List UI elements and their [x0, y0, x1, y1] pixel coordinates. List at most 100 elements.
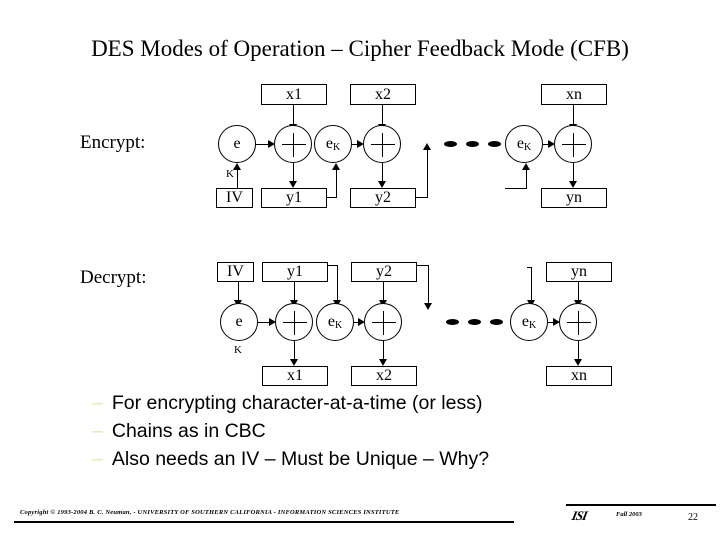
encrypt-line-e2-to-xor2 — [352, 144, 359, 145]
decrypt-feedback-y2-h — [417, 265, 429, 266]
decrypt-feedback-y1-v — [337, 265, 338, 304]
encrypt-arrowhead-y1 — [289, 181, 297, 188]
decrypt-feedback-y1-h — [328, 265, 338, 266]
encrypt-iv-box: IV — [216, 188, 253, 208]
encrypt-input-x1: x1 — [261, 84, 327, 105]
xor-bar-v — [573, 133, 574, 157]
bullet-text: Also needs an IV – Must be Unique – Why? — [111, 448, 490, 470]
xor-bar-h — [562, 144, 586, 145]
decrypt-ellipsis-dash — [490, 319, 503, 325]
encrypt-feedback-y1-v — [336, 170, 337, 198]
decrypt-line-iv-to-e1 — [238, 282, 239, 304]
encrypt-feedback-yn-h — [505, 188, 527, 189]
bullet-dash-icon: – — [92, 420, 103, 442]
encrypt-feedback-yn-v — [526, 170, 527, 189]
decrypt-ellipsis-dash — [446, 319, 459, 325]
encrypt-feedback-y2-h — [416, 197, 428, 198]
xor-bar-v — [383, 311, 384, 335]
encrypt-arrowhead-e1 — [268, 140, 275, 148]
decrypt-xor-2 — [364, 303, 402, 341]
decrypt-key-label-1: K — [234, 344, 242, 356]
encrypt-feedback-y2-v — [427, 150, 428, 198]
decrypt-xor-1 — [275, 303, 313, 341]
encrypt-xor-1 — [274, 125, 312, 163]
encrypt-arrowhead-e2-in — [332, 163, 340, 170]
encrypt-line-en-to-xorn — [543, 144, 550, 145]
encrypt-input-xn: xn — [541, 84, 607, 105]
encrypt-section-label: Encrypt: — [80, 132, 146, 153]
decrypt-line-yn-to-xorn — [578, 282, 579, 304]
xor-bar-v — [293, 133, 294, 157]
xor-bar-h — [371, 144, 395, 145]
decrypt-cipher-label-n: e — [521, 313, 529, 330]
xor-bar-h — [282, 144, 306, 145]
bullet-dash-icon: – — [92, 448, 103, 470]
xor-bar-h — [372, 322, 396, 323]
decrypt-arrowhead-e1-out — [269, 318, 276, 326]
encrypt-cipher-label-1: e — [233, 135, 241, 152]
decrypt-cipher-subscript-n: K — [528, 320, 537, 331]
decrypt-cipher-label-2: e — [327, 313, 335, 330]
decrypt-iv-box: IV — [217, 262, 254, 282]
page-title: DES Modes of Operation – Cipher Feedback… — [91, 36, 629, 61]
bullet-text: For encrypting character-at-a-time (or l… — [111, 392, 483, 414]
decrypt-arrowhead-x1 — [290, 359, 298, 366]
decrypt-line-e1-to-xor1 — [258, 322, 271, 323]
bullet-list: – For encrypting character-at-a-time (or… — [92, 392, 652, 476]
decrypt-cipher-block-1: e — [220, 303, 258, 341]
bullet-item: – Also needs an IV – Must be Unique – Wh… — [92, 448, 652, 471]
encrypt-arrowhead-en-in — [522, 163, 530, 170]
xor-bar-v — [578, 311, 579, 335]
decrypt-arrowhead-e2-out — [358, 318, 365, 326]
encrypt-input-x2: x2 — [350, 84, 416, 105]
encrypt-arrowhead-e2 — [357, 140, 364, 148]
decrypt-line-y2-to-xor2 — [383, 282, 384, 304]
decrypt-arrowhead-x2 — [379, 359, 387, 366]
encrypt-line-e1-to-xor1 — [256, 144, 270, 145]
bullet-text: Chains as in CBC — [111, 420, 266, 442]
encrypt-xor-2 — [363, 125, 401, 163]
encrypt-arrowhead-en — [548, 140, 555, 148]
decrypt-line-en-to-xorn — [548, 322, 554, 323]
decrypt-line-e2-to-xor2 — [354, 322, 360, 323]
encrypt-arrowhead-e1-in — [233, 163, 241, 170]
xor-bar-v — [382, 133, 383, 157]
decrypt-xor-n — [559, 303, 597, 341]
encrypt-line-xor2-to-y2 — [382, 163, 383, 185]
isi-logo: ISI — [570, 508, 589, 523]
encrypt-line-xn-to-xor — [573, 105, 574, 126]
xor-bar-h — [283, 322, 307, 323]
footer-divider-right — [566, 504, 716, 506]
encrypt-cipher-label-2: e — [325, 135, 333, 152]
decrypt-line-y1-to-xor1 — [294, 282, 295, 304]
decrypt-line-xor1-to-x1 — [294, 341, 295, 363]
decrypt-cipher-label-1: e — [235, 313, 243, 330]
decrypt-feedback-y2-v — [428, 265, 429, 307]
encrypt-cipher-block-1: e — [218, 125, 256, 163]
encrypt-key-label-1: K — [226, 168, 234, 180]
decrypt-arrowhead-en-out — [553, 318, 560, 326]
encrypt-output-y1: y1 — [261, 188, 327, 208]
page-number: 22 — [688, 512, 698, 523]
decrypt-cipher-subscript-2: K — [334, 320, 343, 331]
copyright-notice: Copyright © 1993-2004 B. C. Neuman, - UN… — [20, 509, 400, 516]
encrypt-feedback-y1-h — [327, 197, 337, 198]
decrypt-line-xor2-to-x2 — [383, 341, 384, 363]
encrypt-xor-n — [554, 125, 592, 163]
decrypt-input-y1: y1 — [262, 262, 328, 282]
footer-divider-left — [14, 521, 514, 523]
decrypt-line-xorn-to-xn — [578, 341, 579, 363]
encrypt-arrowhead-y2 — [378, 181, 386, 188]
decrypt-feedback-n-h — [527, 267, 532, 268]
encrypt-line-x1-to-xor — [293, 105, 294, 126]
decrypt-feedback-n-v — [531, 267, 532, 304]
decrypt-output-x2: x2 — [351, 366, 417, 386]
encrypt-cipher-subscript-n: K — [523, 142, 532, 153]
encrypt-arrowhead-yn — [569, 181, 577, 188]
decrypt-input-yn: yn — [546, 262, 612, 282]
encrypt-output-y2: y2 — [350, 188, 416, 208]
decrypt-output-x1: x1 — [262, 366, 328, 386]
